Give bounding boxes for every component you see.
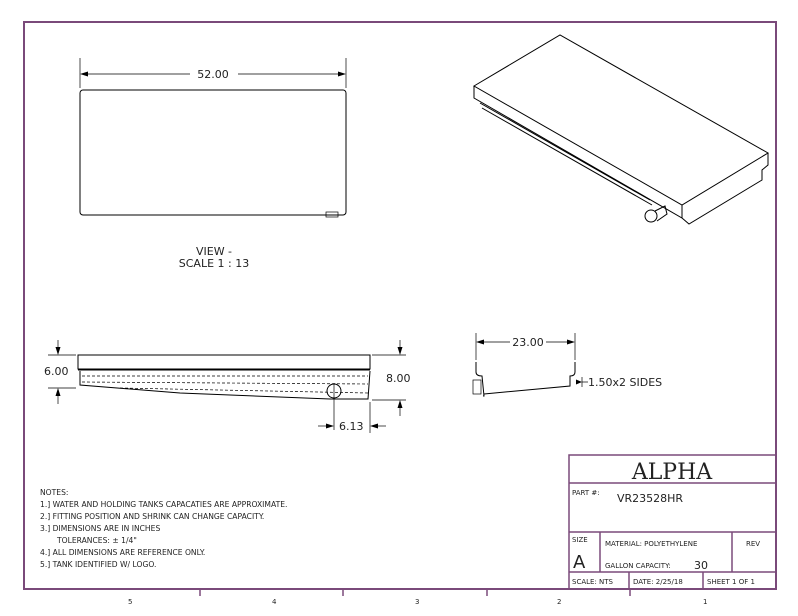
end-width-dimension: 23.00 bbox=[512, 336, 544, 349]
zone-label: 4 bbox=[272, 598, 277, 606]
zone-label: 2 bbox=[557, 598, 561, 606]
note-line: 1.] WATER AND HOLDING TANKS CAPACATIES A… bbox=[40, 500, 287, 509]
capacity-value: 30 bbox=[694, 559, 708, 572]
date: DATE: 2/25/18 bbox=[633, 578, 683, 586]
capacity-label: GALLON CAPACITY: bbox=[605, 562, 671, 570]
note-line: TOLERANCES: ± 1/4" bbox=[56, 536, 137, 545]
sheet-number: SHEET 1 OF 1 bbox=[707, 578, 755, 586]
view-label: VIEW - bbox=[196, 245, 232, 258]
end-view: 23.00 1.50x2 SIDES bbox=[472, 333, 662, 397]
isometric-view bbox=[473, 34, 769, 225]
rev-label: REV bbox=[746, 540, 760, 548]
note-line: 4.] ALL DIMENSIONS ARE REFERENCE ONLY. bbox=[40, 548, 205, 557]
scale: SCALE: NTS bbox=[572, 578, 614, 586]
note-line: 2.] FITTING POSITION AND SHRINK CAN CHAN… bbox=[40, 512, 264, 521]
left-height-dimension: 6.00 bbox=[44, 365, 69, 378]
fitting-offset-dimension: 6.13 bbox=[339, 420, 364, 433]
sheet-border bbox=[23, 21, 777, 590]
top-width-dimension: 52.00 bbox=[197, 68, 229, 81]
title-block: ALPHA PART #: VR23528HR SIZE A MATERIAL:… bbox=[568, 454, 777, 590]
size-label: SIZE bbox=[572, 536, 588, 544]
top-view: 52.00 VIEW - SCALE 1 : 13 bbox=[79, 58, 347, 270]
view-scale: SCALE 1 : 13 bbox=[179, 257, 249, 270]
zone-label: 3 bbox=[415, 598, 419, 606]
part-label: PART #: bbox=[572, 489, 600, 497]
right-height-dimension: 8.00 bbox=[386, 372, 411, 385]
zone-label: 5 bbox=[128, 598, 132, 606]
side-view: 6.00 8.00 6.13 bbox=[44, 340, 411, 433]
material: MATERIAL: POLYETHYLENE bbox=[605, 540, 697, 548]
company-name: ALPHA bbox=[631, 460, 713, 485]
notes: NOTES: 1.] WATER AND HOLDING TANKS CAPAC… bbox=[40, 488, 287, 569]
zone-label: 1 bbox=[703, 598, 707, 606]
zone-markers: 5 4 3 2 1 bbox=[128, 589, 707, 606]
notes-title: NOTES: bbox=[40, 488, 68, 497]
note-line: 5.] TANK IDENTIFIED W/ LOGO. bbox=[40, 560, 156, 569]
sides-note: 1.50x2 SIDES bbox=[588, 376, 662, 389]
size-value: A bbox=[573, 552, 586, 573]
note-line: 3.] DIMENSIONS ARE IN INCHES bbox=[40, 524, 160, 533]
part-number: VR23528HR bbox=[617, 492, 683, 505]
